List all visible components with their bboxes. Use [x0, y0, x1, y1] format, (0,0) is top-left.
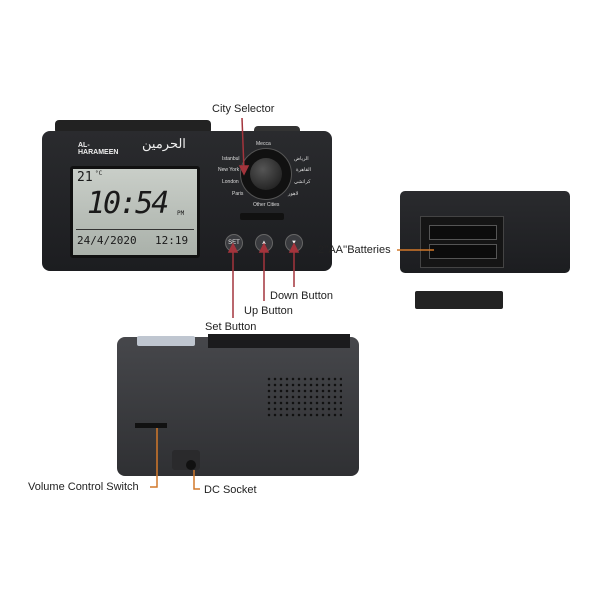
battery-compartment: [420, 216, 504, 268]
speaker-grille: [266, 376, 342, 418]
city-right: الرياض: [294, 156, 309, 162]
city-right: كراتشي: [294, 179, 311, 185]
city-selector-label: City Selector: [212, 103, 275, 115]
slide-switch[interactable]: [240, 213, 284, 220]
volume-switch-label: Volume Control Switch: [28, 481, 139, 493]
back-top-bar: [208, 334, 350, 348]
set-button-label: Set Button: [205, 321, 257, 333]
brand-logo-arabic: الحرمين: [142, 136, 186, 151]
city-selector-pointer: [241, 117, 245, 171]
dc-socket-label: DC Socket: [204, 484, 257, 496]
dc-socket[interactable]: [172, 450, 200, 470]
city-left: New York: [218, 167, 240, 173]
down-button-label: Down Button: [270, 290, 333, 302]
am-pm-indicator: PM: [177, 210, 185, 217]
city-top: Mecca: [256, 141, 271, 147]
volume-control-switch[interactable]: [135, 423, 167, 428]
city-selector-dial[interactable]: [240, 148, 292, 200]
city-left: Paris: [232, 191, 244, 197]
brand-logo: AL-HARAMEEN: [78, 142, 119, 156]
date: 24/4/2020: [77, 234, 137, 247]
current-time: 10:54: [87, 186, 169, 221]
clock-top-bar: [55, 120, 211, 134]
battery: [429, 244, 497, 259]
volume-switch-pointer: [150, 428, 158, 488]
back-top-strip: [137, 336, 195, 346]
up-button-label: Up Button: [244, 305, 293, 317]
city-bottom: Other Cities: [253, 202, 280, 208]
dial-knob[interactable]: [250, 158, 282, 190]
city-right: لاهور: [288, 191, 299, 197]
temperature: 21: [77, 170, 93, 185]
prayer-time: 12:19: [155, 234, 189, 247]
battery: [429, 225, 497, 240]
battery-cover: [415, 291, 503, 309]
batteries-label: 2''AA''Batteries: [318, 244, 391, 256]
lcd-display: 21 °C 10:54 PM 24/4/2020 12:19: [70, 166, 200, 258]
city-right: القاهرة: [296, 167, 311, 173]
dc-socket-pointer: [193, 470, 200, 490]
city-left: Istanbul: [222, 156, 240, 162]
dc-socket-hole: [186, 460, 196, 470]
temperature-unit: °C: [95, 170, 103, 177]
city-left: London: [222, 179, 239, 185]
lcd-divider: [76, 229, 194, 230]
